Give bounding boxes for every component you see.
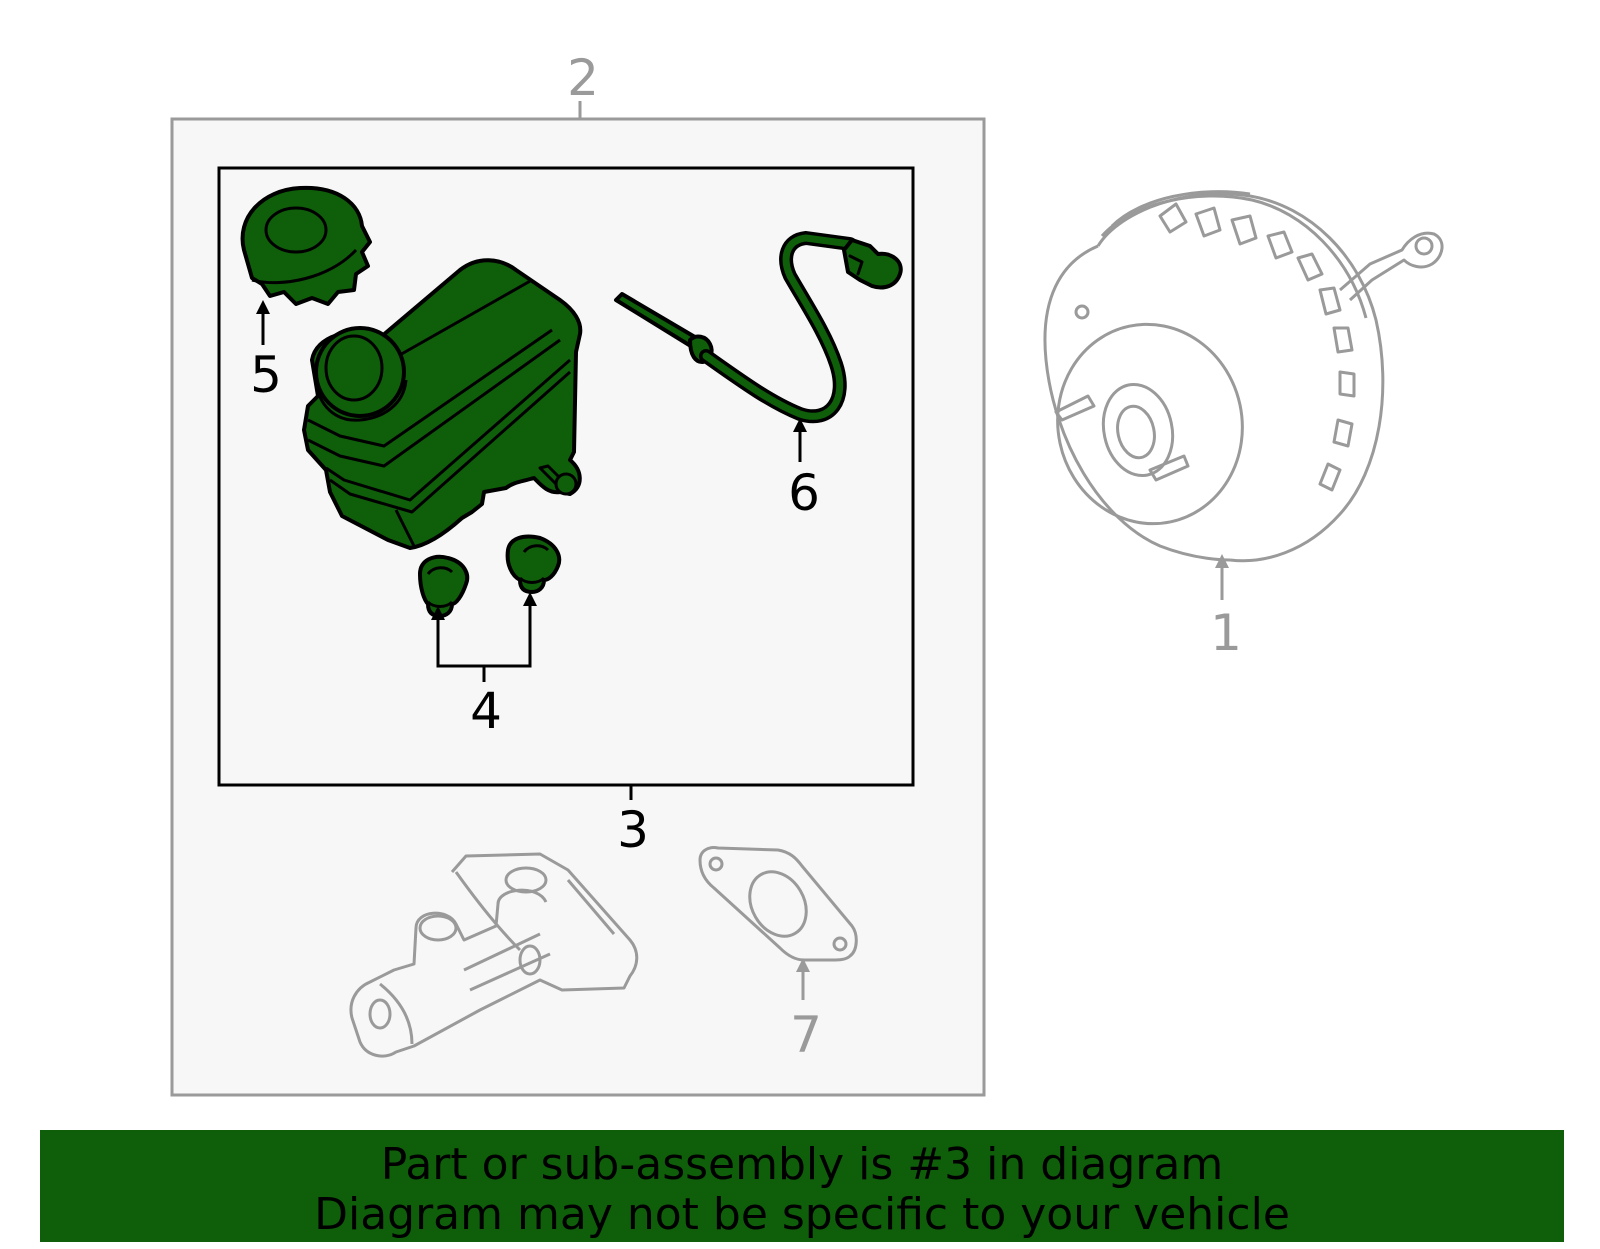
callout-4-arrowhead-left [431, 606, 445, 620]
callout-5-arrowhead [256, 300, 270, 314]
callout-5: 5 [250, 346, 282, 404]
grommet-left-part [418, 554, 470, 618]
callout-6-arrowhead [793, 418, 807, 432]
callout-2: 2 [567, 49, 599, 107]
callout-6: 6 [788, 464, 820, 522]
fluid-reservoir-part [302, 258, 583, 550]
callout-7: 7 [790, 1006, 822, 1064]
info-banner: Part or sub-assembly is #3 in diagram Di… [40, 1130, 1564, 1242]
callout-7-arrowhead [796, 958, 810, 972]
gasket-part [698, 846, 858, 962]
callout-4: 4 [470, 682, 502, 740]
callout-3: 3 [617, 801, 649, 859]
reservoir-cap-part [240, 185, 372, 306]
grommet-right-part [505, 534, 562, 594]
banner-line-1: Part or sub-assembly is #3 in diagram [380, 1139, 1224, 1190]
brake-booster-part [1043, 190, 1444, 563]
callout-4-arrowhead-right [523, 592, 537, 606]
level-sensor-part [614, 231, 903, 424]
banner-line-2: Diagram may not be specific to your vehi… [314, 1189, 1290, 1240]
callout-1-arrowhead [1215, 554, 1229, 568]
master-cylinder-part [349, 852, 639, 1058]
callout-1: 1 [1210, 604, 1242, 662]
